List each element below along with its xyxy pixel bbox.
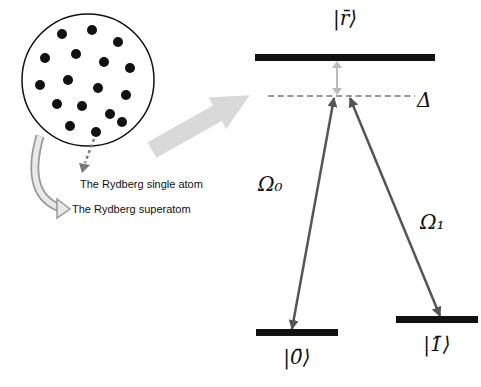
level-label: |1̄⟩ [396, 332, 478, 356]
rabi-label: Ω₀ [256, 172, 285, 196]
pointer-head [79, 163, 90, 173]
annotation: The Rydberg single atom [80, 177, 203, 191]
atom-cloud [22, 14, 154, 146]
energy-level: |0̄⟩ [256, 329, 338, 381]
level-label: |0̄⟩ [256, 345, 338, 369]
rabi-label: Ω₁ [418, 210, 447, 234]
block-arrow [148, 95, 250, 158]
level-label: |r̄⟩ [255, 6, 435, 30]
detuning-arrow [336, 64, 338, 92]
virtual-level [268, 95, 420, 97]
level-bar [256, 329, 338, 336]
atom-dots [35, 25, 135, 137]
level-bar [396, 316, 478, 323]
curved-arrow [35, 136, 60, 208]
curved-arrow-head [57, 199, 70, 218]
dotted-pointer [85, 139, 94, 163]
transition-arrow [350, 98, 440, 316]
annotation: The Rydberg superatom [72, 202, 191, 216]
detuning-head [332, 88, 342, 95]
energy-level: |r̄⟩ [255, 4, 435, 98]
transition-arrow [292, 98, 334, 329]
energy-level: |1̄⟩ [396, 316, 478, 368]
level-bar [255, 54, 435, 61]
detuning-label: Δ [415, 88, 433, 112]
curved-arrow-fill [35, 136, 60, 208]
detuning-head [332, 61, 342, 68]
